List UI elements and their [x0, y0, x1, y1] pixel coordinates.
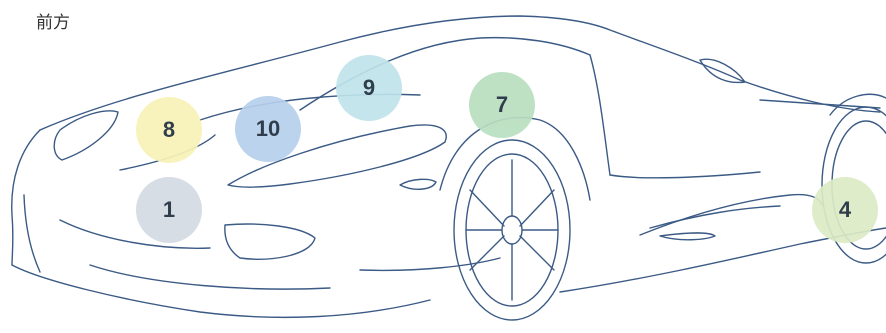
marker-8-label: 8 — [163, 117, 175, 143]
marker-4[interactable]: 4 — [812, 177, 878, 243]
front-label: 前方 — [36, 8, 70, 33]
marker-7-label: 7 — [496, 92, 508, 118]
marker-9[interactable]: 9 — [336, 55, 402, 121]
marker-1[interactable]: 1 — [136, 177, 202, 243]
marker-8[interactable]: 8 — [136, 97, 202, 163]
marker-9-label: 9 — [363, 75, 375, 101]
marker-10[interactable]: 10 — [235, 96, 301, 162]
marker-7[interactable]: 7 — [469, 72, 535, 138]
marker-4-label: 4 — [839, 197, 851, 223]
marker-10-label: 10 — [256, 116, 280, 142]
marker-1-label: 1 — [163, 197, 175, 223]
